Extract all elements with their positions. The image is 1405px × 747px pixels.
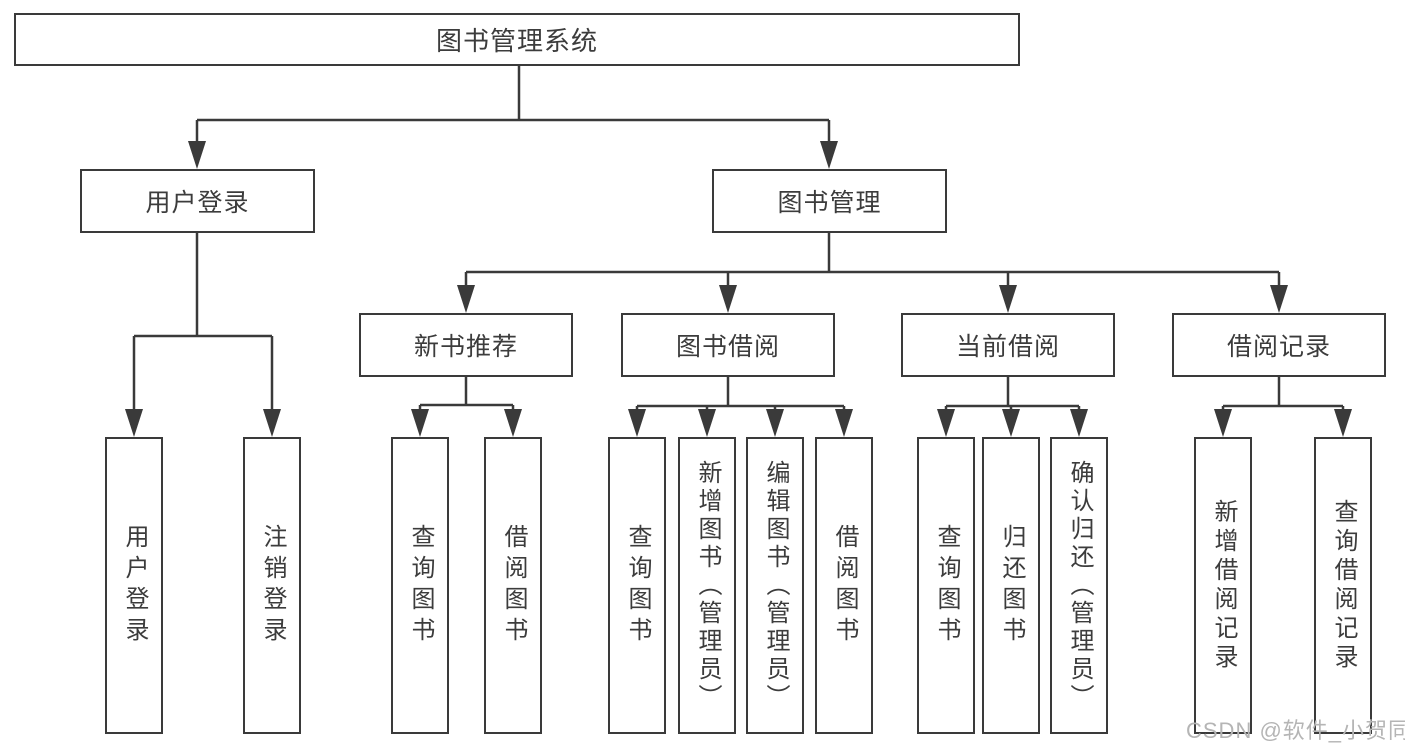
node-user-login: 用户登录 [80,169,315,233]
arrow-nbr-leaf1 [411,409,429,437]
arrow-bb-leaf3 [766,409,784,437]
arrow-leaf-logout [263,409,281,437]
node-library-management-system: 图书管理系统 [14,13,1020,66]
node-current-borrowing: 当前借阅 [901,313,1115,377]
leaf-query-books-current: 查询图书 [917,437,975,734]
arrowheads [125,141,1352,437]
leaf-query-borrow-record: 查询借阅记录 [1314,437,1372,734]
node-new-book-recommendation: 新书推荐 [359,313,573,377]
leaf-return-books: 归还图书 [982,437,1040,734]
arrow-borrowing-records [1270,285,1288,313]
leaf-query-books-recommendation: 查询图书 [391,437,449,734]
leaf-logout: 注销登录 [243,437,301,734]
leaf-confirm-return-admin: 确认归还（管理员） [1050,437,1108,734]
arrow-br-leaf1 [1214,409,1232,437]
leaf-edit-book-admin: 编辑图书（管理员） [746,437,804,734]
arrow-leaf-user-login [125,409,143,437]
arrow-cb-leaf1 [937,409,955,437]
arrow-current-borrowing [999,285,1017,313]
leaf-query-books-borrowing: 查询图书 [608,437,666,734]
node-borrowing-records: 借阅记录 [1172,313,1386,377]
arrow-bb-leaf1 [628,409,646,437]
arrow-br-leaf2 [1334,409,1352,437]
leaf-borrow-books-recommendation: 借阅图书 [484,437,542,734]
node-book-borrowing: 图书借阅 [621,313,835,377]
arrow-cb-leaf3 [1070,409,1088,437]
arrow-bb-leaf2 [698,409,716,437]
arrow-cb-leaf2 [1002,409,1020,437]
leaf-add-borrow-record: 新增借阅记录 [1194,437,1252,734]
leaf-user-login: 用户登录 [105,437,163,734]
csdn-watermark: CSDN @软件_小贺同学 [1186,718,1405,743]
node-book-management: 图书管理 [712,169,947,233]
arrow-book-borrowing [719,285,737,313]
leaf-add-book-admin: 新增图书（管理员） [678,437,736,734]
arrow-new-book-recommendation [457,285,475,313]
leaf-borrow-books: 借阅图书 [815,437,873,734]
arrow-bb-leaf4 [835,409,853,437]
arrow-nbr-leaf2 [504,409,522,437]
arrow-book-management [820,141,838,169]
arrow-user-login [188,141,206,169]
